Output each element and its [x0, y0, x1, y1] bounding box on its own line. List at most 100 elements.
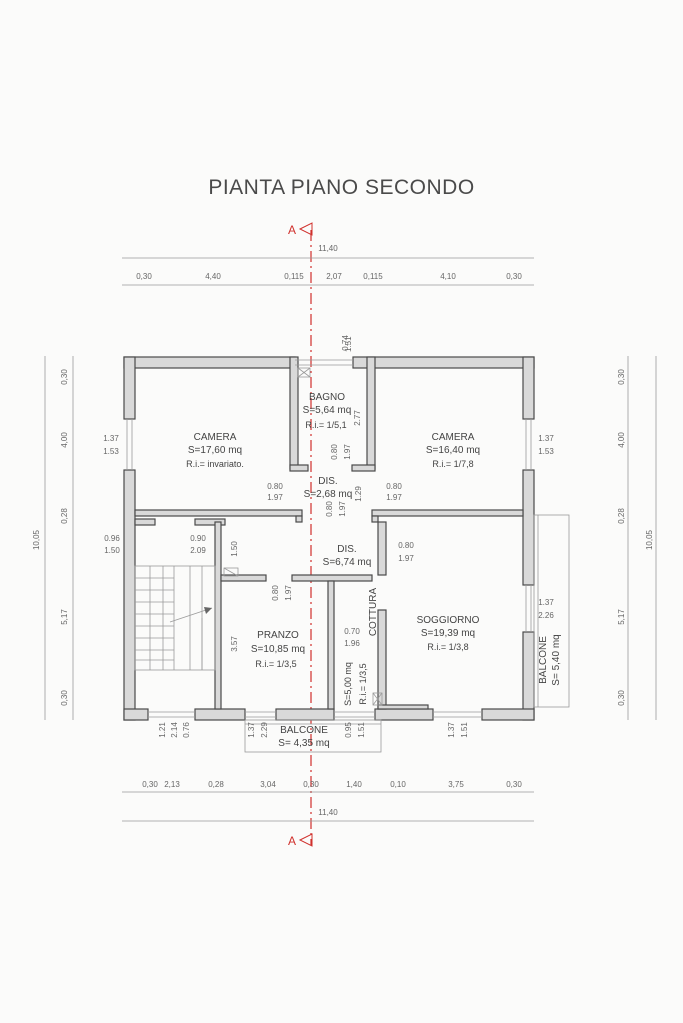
dim-label: 0,28: [208, 780, 224, 789]
room-dis-upper: DIS. S=2,68 mq: [304, 476, 353, 500]
room-cottura: COTTURA S=5,00 mq R.i.= 1/3,5: [343, 588, 379, 706]
dim-label: 1.37: [103, 434, 119, 443]
dim-label: 1.53: [103, 447, 119, 456]
section-marker-label: A: [288, 223, 296, 237]
staircase: [134, 565, 216, 671]
dim-label: 1.97: [267, 493, 283, 502]
dim-label: 0.80: [330, 444, 339, 460]
room-name: BALCONE: [280, 725, 328, 736]
room-area: S=10,85 mq: [251, 644, 305, 655]
dim-label: 1.97: [343, 444, 352, 460]
dim-label: 1.37: [538, 434, 554, 443]
opening-dimensions: 0.74 1.51 2.77 0.80 1.97 1.37 1.53 1.37 …: [103, 335, 554, 738]
room-name: CAMERA: [432, 432, 475, 443]
room-ri: R.i.= 1/3,5: [255, 659, 296, 669]
room-name: BALCONE: [538, 636, 549, 684]
dim-label: 0.96: [104, 534, 120, 543]
dim-label: 1.21: [158, 722, 167, 738]
dim-label: 0.80: [267, 482, 283, 491]
dim-label: 4,00: [60, 432, 69, 448]
dim-label: 5,17: [60, 609, 69, 625]
dim-label: 2.29: [260, 722, 269, 738]
dim-label: 2.26: [538, 611, 554, 620]
room-area: S=17,60 mq: [188, 445, 242, 456]
dim-label: 2.14: [170, 722, 179, 738]
dim-label: 0,30: [506, 780, 522, 789]
dim-label: 1.96: [344, 639, 360, 648]
dim-label: 11,40: [318, 808, 338, 817]
dimension-right: 10,05 0,30 4,00 0,28 5,17 0,30: [617, 356, 657, 720]
bagno-top-label: 1.51: [344, 336, 353, 352]
room-ri: R.i.= 1/3,8: [427, 642, 468, 652]
dim-label: 0.80: [325, 501, 334, 517]
dim-label: 3.57: [230, 636, 239, 652]
dim-label: 0,30: [60, 690, 69, 706]
dim-label: 1.51: [460, 722, 469, 738]
room-area: S=2,68 mq: [304, 489, 353, 500]
dimension-bottom: 0,30 2,13 0,28 3,04 0,30 1,40 0,10 3,75 …: [122, 780, 534, 822]
dim-label: 2.09: [190, 546, 206, 555]
dim-label: 1.37: [538, 598, 554, 607]
room-bagno: BAGNO S=5,64 mq R.i.= 1/5,1: [303, 392, 352, 430]
section-marker-top: A: [288, 222, 313, 237]
room-name: DIS.: [337, 544, 356, 555]
room-ri: R.i.= 1/3,5: [358, 663, 368, 704]
dim-label: 0.90: [190, 534, 206, 543]
dimension-left: 10,05 0,30 4,00 0,28 5,17 0,30: [32, 356, 74, 720]
stair-arrow-icon: [204, 607, 212, 614]
dim-label: 0,30: [506, 272, 522, 281]
dim-label: 0,10: [390, 780, 406, 789]
room-area: S= 4,35 mq: [278, 738, 329, 749]
dim-label: 2,13: [164, 780, 180, 789]
dimension-top: 11,40 0,30 4,40 0,115 2,07 0,115 4,10 0,…: [122, 244, 534, 286]
windows: [126, 359, 532, 718]
dim-label: 10,05: [645, 529, 654, 550]
dim-label: 1.37: [247, 722, 256, 738]
room-area: S=16,40 mq: [426, 445, 480, 456]
vent-box-stair: [223, 567, 239, 577]
room-name: COTTURA: [368, 588, 379, 637]
vent-box-bagno: [297, 367, 311, 378]
exterior-walls: [123, 356, 535, 721]
dim-label: 0.80: [398, 541, 414, 550]
room-ri: R.i.= 1/5,1: [305, 420, 346, 430]
room-camera-right: CAMERA S=16,40 mq R.i.= 1/7,8: [426, 432, 480, 469]
dim-label: 11,40: [318, 244, 338, 253]
bagno-top-label-wrap: 1.51: [339, 334, 359, 354]
dim-label: 5,17: [617, 609, 626, 625]
dim-label: 1.50: [104, 546, 120, 555]
dim-label: 0.70: [344, 627, 360, 636]
dim-label: 4,10: [440, 272, 456, 281]
dim-label: 0.80: [386, 482, 402, 491]
dim-label: 1,40: [346, 780, 362, 789]
dim-label: 0,30: [142, 780, 158, 789]
section-arrow-icon: [298, 833, 313, 847]
dim-label: 1.97: [398, 554, 414, 563]
room-balcone-right: BALCONE S= 5,40 mq: [538, 634, 562, 685]
dim-label: 4,40: [205, 272, 221, 281]
dim-label: 1.53: [538, 447, 554, 456]
dim-label: 2.77: [353, 410, 362, 426]
dim-label: 0,30: [60, 369, 69, 385]
dim-label: 3,04: [260, 780, 276, 789]
dim-label: 0.80: [271, 585, 280, 601]
room-pranzo: PRANZO S=10,85 mq R.i.= 1/3,5: [251, 630, 305, 669]
dim-label: 0,115: [284, 272, 304, 281]
dim-label: 0.95: [344, 722, 353, 738]
room-name: BAGNO: [309, 392, 345, 403]
dim-label: 1.51: [357, 722, 366, 738]
dim-label: 0,30: [617, 690, 626, 706]
room-area: S=6,74 mq: [323, 557, 372, 568]
room-name: SOGGIORNO: [417, 615, 480, 626]
balcony-right-outline: [533, 514, 570, 708]
dim-label: 1.97: [338, 501, 347, 517]
dim-label: 1.50: [230, 541, 239, 557]
section-marker-label: A: [288, 834, 296, 848]
section-marker-bottom: A: [288, 833, 313, 848]
dim-label: 0,28: [617, 508, 626, 524]
dim-label: 3,75: [448, 780, 464, 789]
plan-title: PIANTA PIANO SECONDO: [208, 176, 475, 199]
room-dis-lower: DIS. S=6,74 mq: [323, 544, 372, 568]
dim-label: 0.76: [182, 722, 191, 738]
